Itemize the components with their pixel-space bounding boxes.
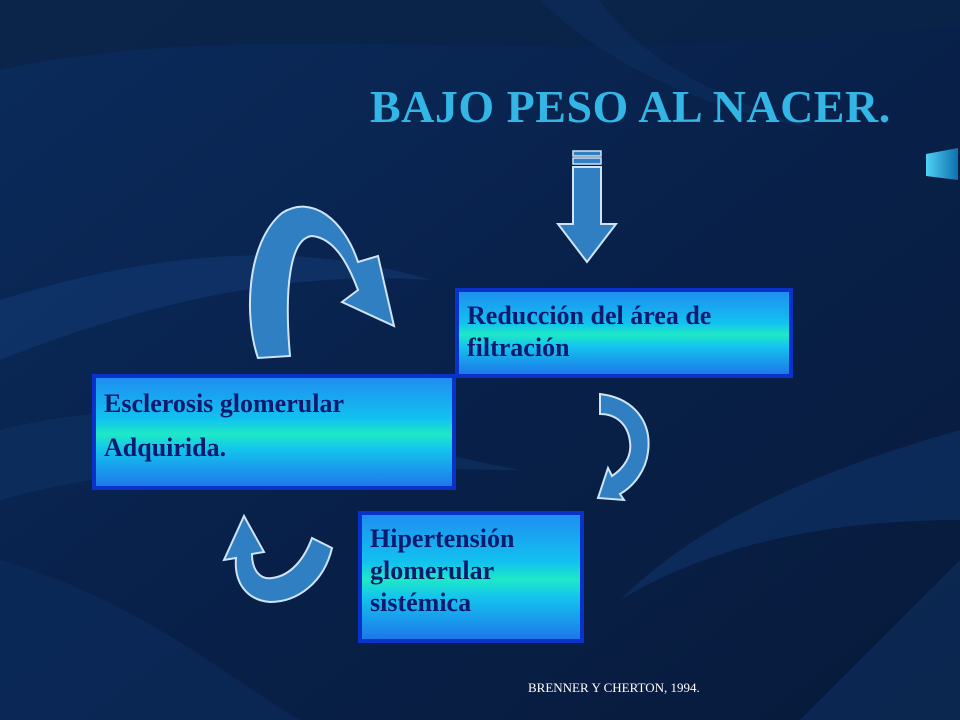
box-text-line: glomerular bbox=[370, 556, 495, 585]
hipertension-box: Hipertensión glomerular sistémica bbox=[358, 511, 584, 643]
box-text-line: Reducción del área de bbox=[467, 301, 712, 330]
box-text-line: sistémica bbox=[370, 588, 472, 617]
curved-arrow-icon bbox=[222, 513, 334, 604]
box-text-line: filtración bbox=[467, 333, 570, 362]
box-text-line: Esclerosis glomerular bbox=[104, 389, 344, 418]
reduccion-box: Reducción del área de filtración bbox=[455, 288, 793, 378]
curved-arrow-icon bbox=[248, 205, 396, 360]
curved-arrow-icon bbox=[596, 392, 650, 502]
esclerosis-box: Esclerosis glomerular Adquirida. bbox=[92, 374, 456, 490]
down-arrow-icon bbox=[555, 150, 619, 264]
slide-title: BAJO PESO AL NACER. bbox=[370, 81, 891, 132]
box-text-line: Hipertensión bbox=[370, 524, 515, 553]
citation: BRENNER Y CHERTON, 1994. bbox=[528, 680, 700, 695]
box-text-line: Adquirida. bbox=[104, 433, 227, 462]
